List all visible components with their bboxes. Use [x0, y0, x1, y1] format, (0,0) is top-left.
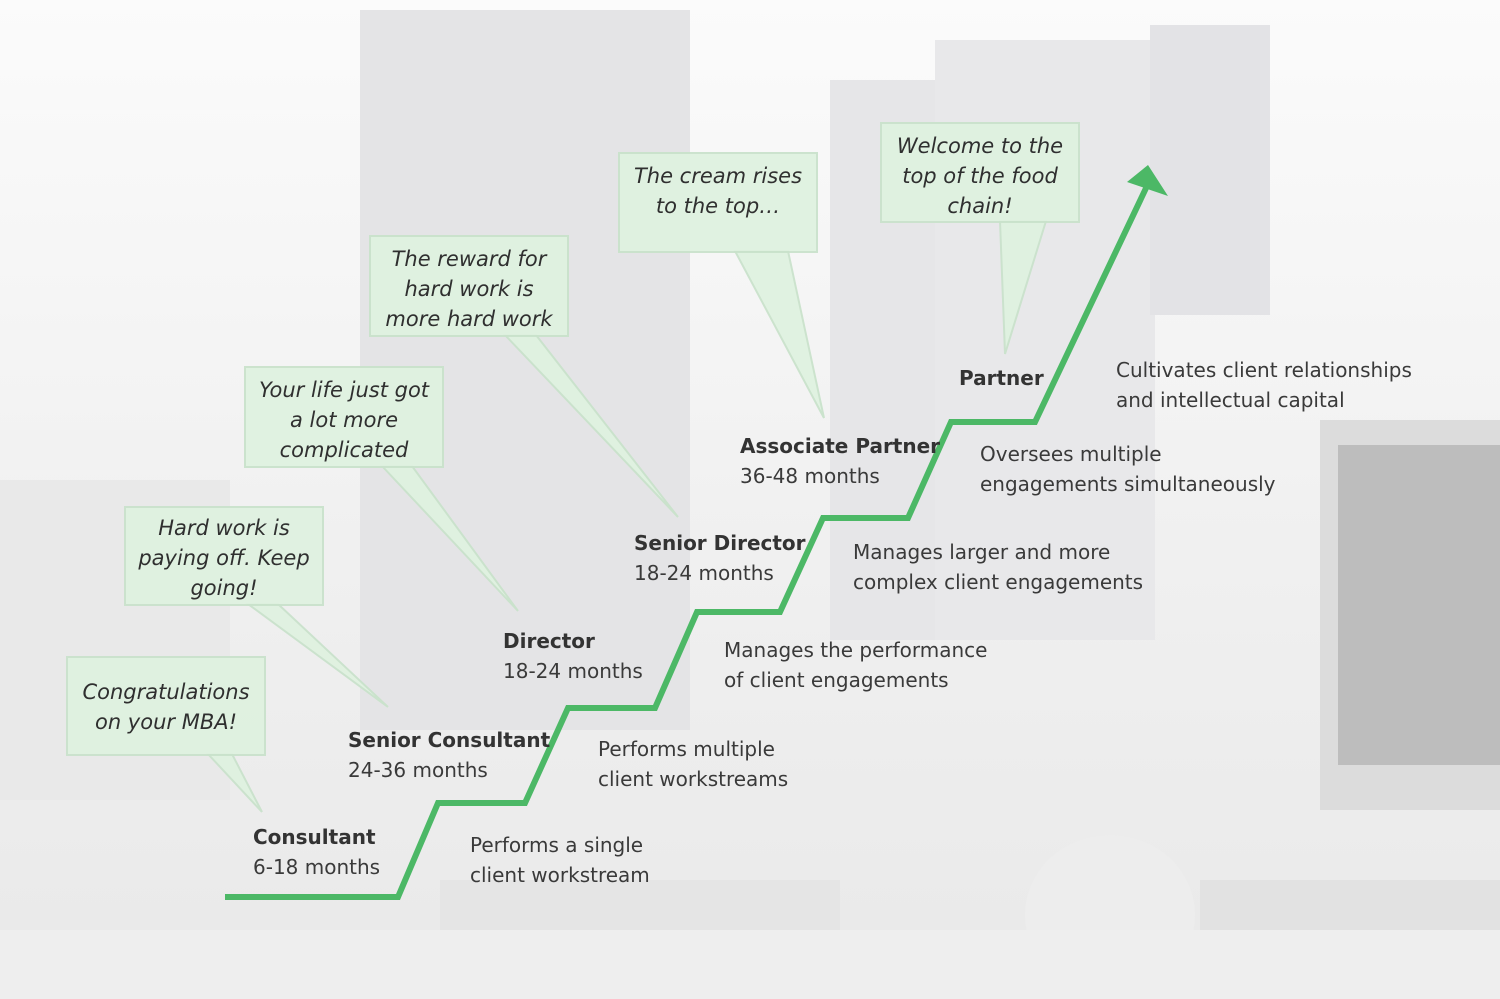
stage-duration-consultant: 6-18 months — [253, 855, 381, 879]
quote-bubble-consultant: Congratulations on your MBA! — [66, 656, 266, 756]
quote-line: The reward for — [391, 247, 547, 271]
bg-building-far — [1150, 25, 1270, 315]
quote-line: complicated — [279, 438, 409, 462]
description-line: complex client engagements — [853, 570, 1144, 594]
description-line: Oversees multiple — [980, 442, 1162, 466]
quote-line: on your MBA! — [94, 710, 238, 734]
description-line: Cultivates client relationships — [1116, 358, 1412, 382]
bubble-tail-5 — [733, 250, 825, 419]
description-line: Manages larger and more — [853, 540, 1111, 564]
quote-line: The cream rises — [633, 164, 803, 188]
quote-line: chain! — [947, 194, 1013, 218]
quote-line: hard work is — [404, 277, 534, 301]
stage-description-senior-consultant: Performs multiple client workstreams — [598, 734, 788, 794]
stage-title-senior-director: Senior Director — [634, 531, 806, 555]
stage-duration-director: 18-24 months — [503, 659, 643, 683]
stage-title-consultant: Consultant — [253, 825, 376, 849]
quote-line: paying off. Keep — [138, 546, 310, 570]
description-line: client workstream — [470, 863, 650, 887]
quote-bubble-senior-consultant: Hard work is paying off. Keep going! — [124, 506, 324, 606]
description-line: Performs multiple — [598, 737, 775, 761]
description-line: client workstreams — [598, 767, 789, 791]
stage-title-director: Director — [503, 629, 595, 653]
description-line: Manages the performance — [724, 638, 988, 662]
stage-title-senior-consultant: Senior Consultant — [348, 728, 551, 752]
description-line: Performs a single — [470, 833, 644, 857]
quote-line: Welcome to the — [896, 134, 1064, 158]
stage-title-partner: Partner — [959, 366, 1044, 390]
stage-description-partner: Cultivates client relationships and inte… — [1116, 355, 1412, 415]
career-arrow-head — [1127, 165, 1168, 196]
bg-monitor-screen — [1338, 445, 1500, 765]
stage-duration-senior-consultant: 24-36 months — [348, 758, 488, 782]
quote-bubble-senior-director: The reward for hard work is more hard wo… — [369, 235, 569, 337]
stage-description-director: Manages the performance of client engage… — [724, 635, 988, 695]
quote-line: Your life just got — [258, 378, 430, 402]
quote-bubble-partner: Welcome to the top of the food chain! — [880, 122, 1080, 223]
quote-bubble-director: Your life just got a lot more complicate… — [244, 366, 444, 468]
stage-duration-senior-director: 18-24 months — [634, 561, 774, 585]
quote-line: a lot more — [290, 408, 398, 432]
quote-line: going! — [190, 576, 258, 600]
description-line: and intellectual capital — [1116, 388, 1345, 412]
quote-line: more hard work — [385, 307, 553, 331]
stage-description-senior-director: Manages larger and more complex client e… — [853, 537, 1143, 597]
quote-line: top of the food — [902, 164, 1058, 188]
career-stair-line — [225, 184, 1150, 900]
stage-duration-associate-partner: 36-48 months — [740, 464, 880, 488]
description-line: engagements simultaneously — [980, 472, 1276, 496]
quote-bubble-associate-partner: The cream rises to the top… — [618, 152, 818, 253]
bg-desk — [0, 930, 1500, 999]
quote-line: Congratulations — [82, 680, 250, 704]
stage-description-associate-partner: Oversees multiple engagements simultaneo… — [980, 439, 1276, 499]
description-line: of client engagements — [724, 668, 949, 692]
stage-title-associate-partner: Associate Partner — [740, 434, 941, 458]
quote-line: Hard work is — [158, 516, 290, 540]
stage-description-consultant: Performs a single client workstream — [470, 830, 650, 890]
quote-line: to the top… — [655, 194, 781, 218]
